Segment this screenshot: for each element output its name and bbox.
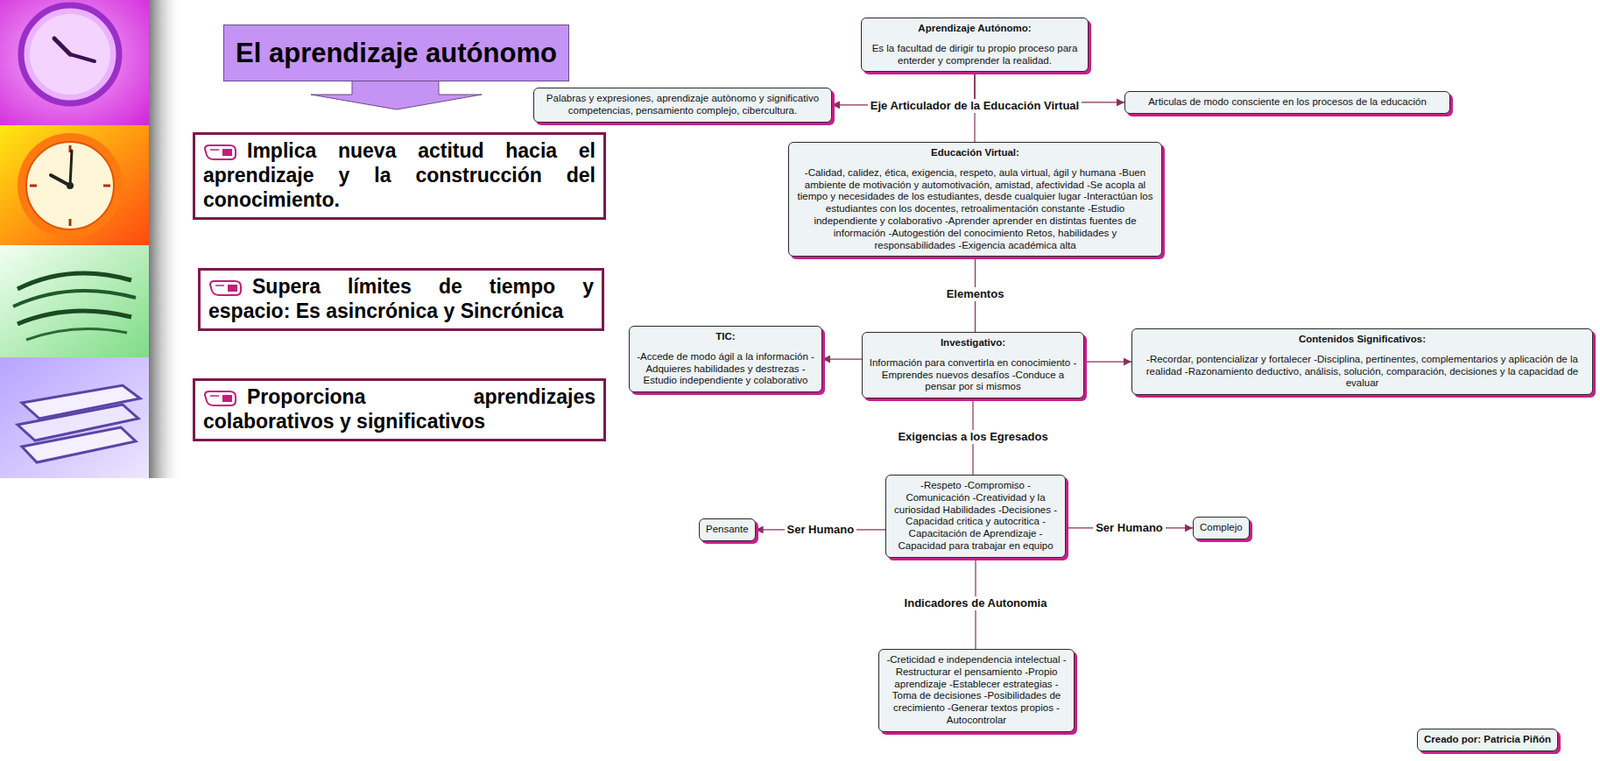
- concept-box: Complejo: [1192, 516, 1250, 540]
- box-heading: Investigativo:: [868, 337, 1078, 350]
- concept-box: -Creticidad e independencia intelectual …: [878, 648, 1075, 733]
- box-heading: Contenidos Significativos:: [1138, 333, 1586, 346]
- pointer-icon-finger: [210, 394, 219, 397]
- panel-shadow: [148, 0, 183, 479]
- concept-box: Contenidos Significativos: -Recordar, pon…: [1131, 328, 1593, 395]
- box-text: -Accede de modo ágil a la información -A…: [635, 351, 816, 388]
- link-label: Eje Articulador de la Educación Virtual: [867, 98, 1082, 113]
- connector: [1084, 360, 1132, 362]
- box-text: Articulas de modo consciente en los proc…: [1131, 96, 1444, 109]
- pointer-icon: [208, 278, 244, 298]
- pointer-icon-shape: [204, 145, 236, 160]
- purple-clock: [0, 0, 149, 126]
- green-books: [0, 245, 149, 358]
- concept-box: Pensante: [698, 518, 756, 542]
- statement-box: Proporciona aprendizajes colaborativos y…: [192, 378, 607, 442]
- arrow-shape: [310, 80, 482, 110]
- connector: [822, 358, 862, 360]
- concept-box: -Respeto -Compromiso -Comunicación -Crea…: [885, 474, 1066, 558]
- box-text: Complejo: [1199, 521, 1243, 535]
- box-text: -Calidad, calidez, ética, exigencia, res…: [795, 167, 1156, 253]
- box-text: -Creticidad e independencia intelectual …: [885, 654, 1068, 727]
- concept-box: TIC: -Accede de modo ágil a la informació…: [628, 325, 823, 393]
- connector: [974, 71, 1125, 103]
- link-label: Indicadores de Autonomia: [902, 596, 1051, 611]
- purple-books: [0, 357, 149, 479]
- pointer-icon-shape: [210, 281, 241, 296]
- box-text: Palabras y expresiones, aprendizaje autò…: [540, 92, 825, 118]
- statement-box: Implica nueva actitud hacia el aprendiza…: [192, 132, 607, 220]
- concept-box: Articulas de modo consciente en los proc…: [1124, 91, 1451, 114]
- box-heading: Educación Virtual:: [795, 147, 1156, 160]
- link-label: Ser Humano: [784, 522, 858, 537]
- box-text: Creado por: Patricia Piñón: [1423, 733, 1551, 747]
- box-heading: Aprendizaje Autónomo:: [867, 22, 1082, 36]
- pointer-icon: [203, 388, 239, 409]
- pointer-icon: [203, 142, 239, 163]
- pointer-icon-cuff: [222, 148, 233, 156]
- box-heading: TIC:: [635, 331, 816, 344]
- box-text: -Respeto -Compromiso -Comunicación -Crea…: [892, 479, 1059, 553]
- box-text: Es la facultad de dirigir tu propio proc…: [867, 42, 1082, 68]
- concept-box: Investigativo: Información para convertir…: [861, 331, 1085, 399]
- concept-box: Educación Virtual: -Calidad, calidez, éti…: [788, 141, 1163, 257]
- side-illustration: [0, 0, 189, 480]
- box-text: Pensante: [705, 523, 749, 536]
- title: El aprendizaje autónomo: [223, 24, 570, 82]
- link-label: Exigencias a los Egresados: [895, 429, 1051, 445]
- orange-clock: [0, 125, 149, 246]
- box-text: Información para convertirla en conocimi…: [868, 357, 1078, 394]
- link-label: Ser Humano: [1092, 521, 1166, 536]
- box-text: -Recordar, pontencializar y fortalecer -…: [1138, 353, 1586, 390]
- box-text: Proporciona aprendizajes colaborativos y…: [203, 384, 596, 434]
- box-text: Supera límites de tiempo y espacio: Es a…: [208, 274, 594, 324]
- concept-box: Palabras y expresiones, aprendizaje autò…: [533, 87, 832, 123]
- concept-box: Creado por: Patricia Piñón: [1416, 728, 1558, 752]
- concept-box: Aprendizaje Autónomo: Es la facultad de d…: [860, 17, 1089, 72]
- pointer-icon-cuff: [227, 284, 238, 292]
- box-text: Implica nueva actitud hacia el aprendiza…: [203, 138, 596, 212]
- statement-box: Supera límites de tiempo y espacio: Es a…: [197, 267, 605, 332]
- pointer-icon-finger: [215, 284, 225, 287]
- link-label: Elementos: [944, 287, 1008, 302]
- pointer-icon-shape: [204, 391, 236, 406]
- pointer-icon-cuff: [222, 394, 233, 402]
- pointer-icon-finger: [210, 148, 219, 151]
